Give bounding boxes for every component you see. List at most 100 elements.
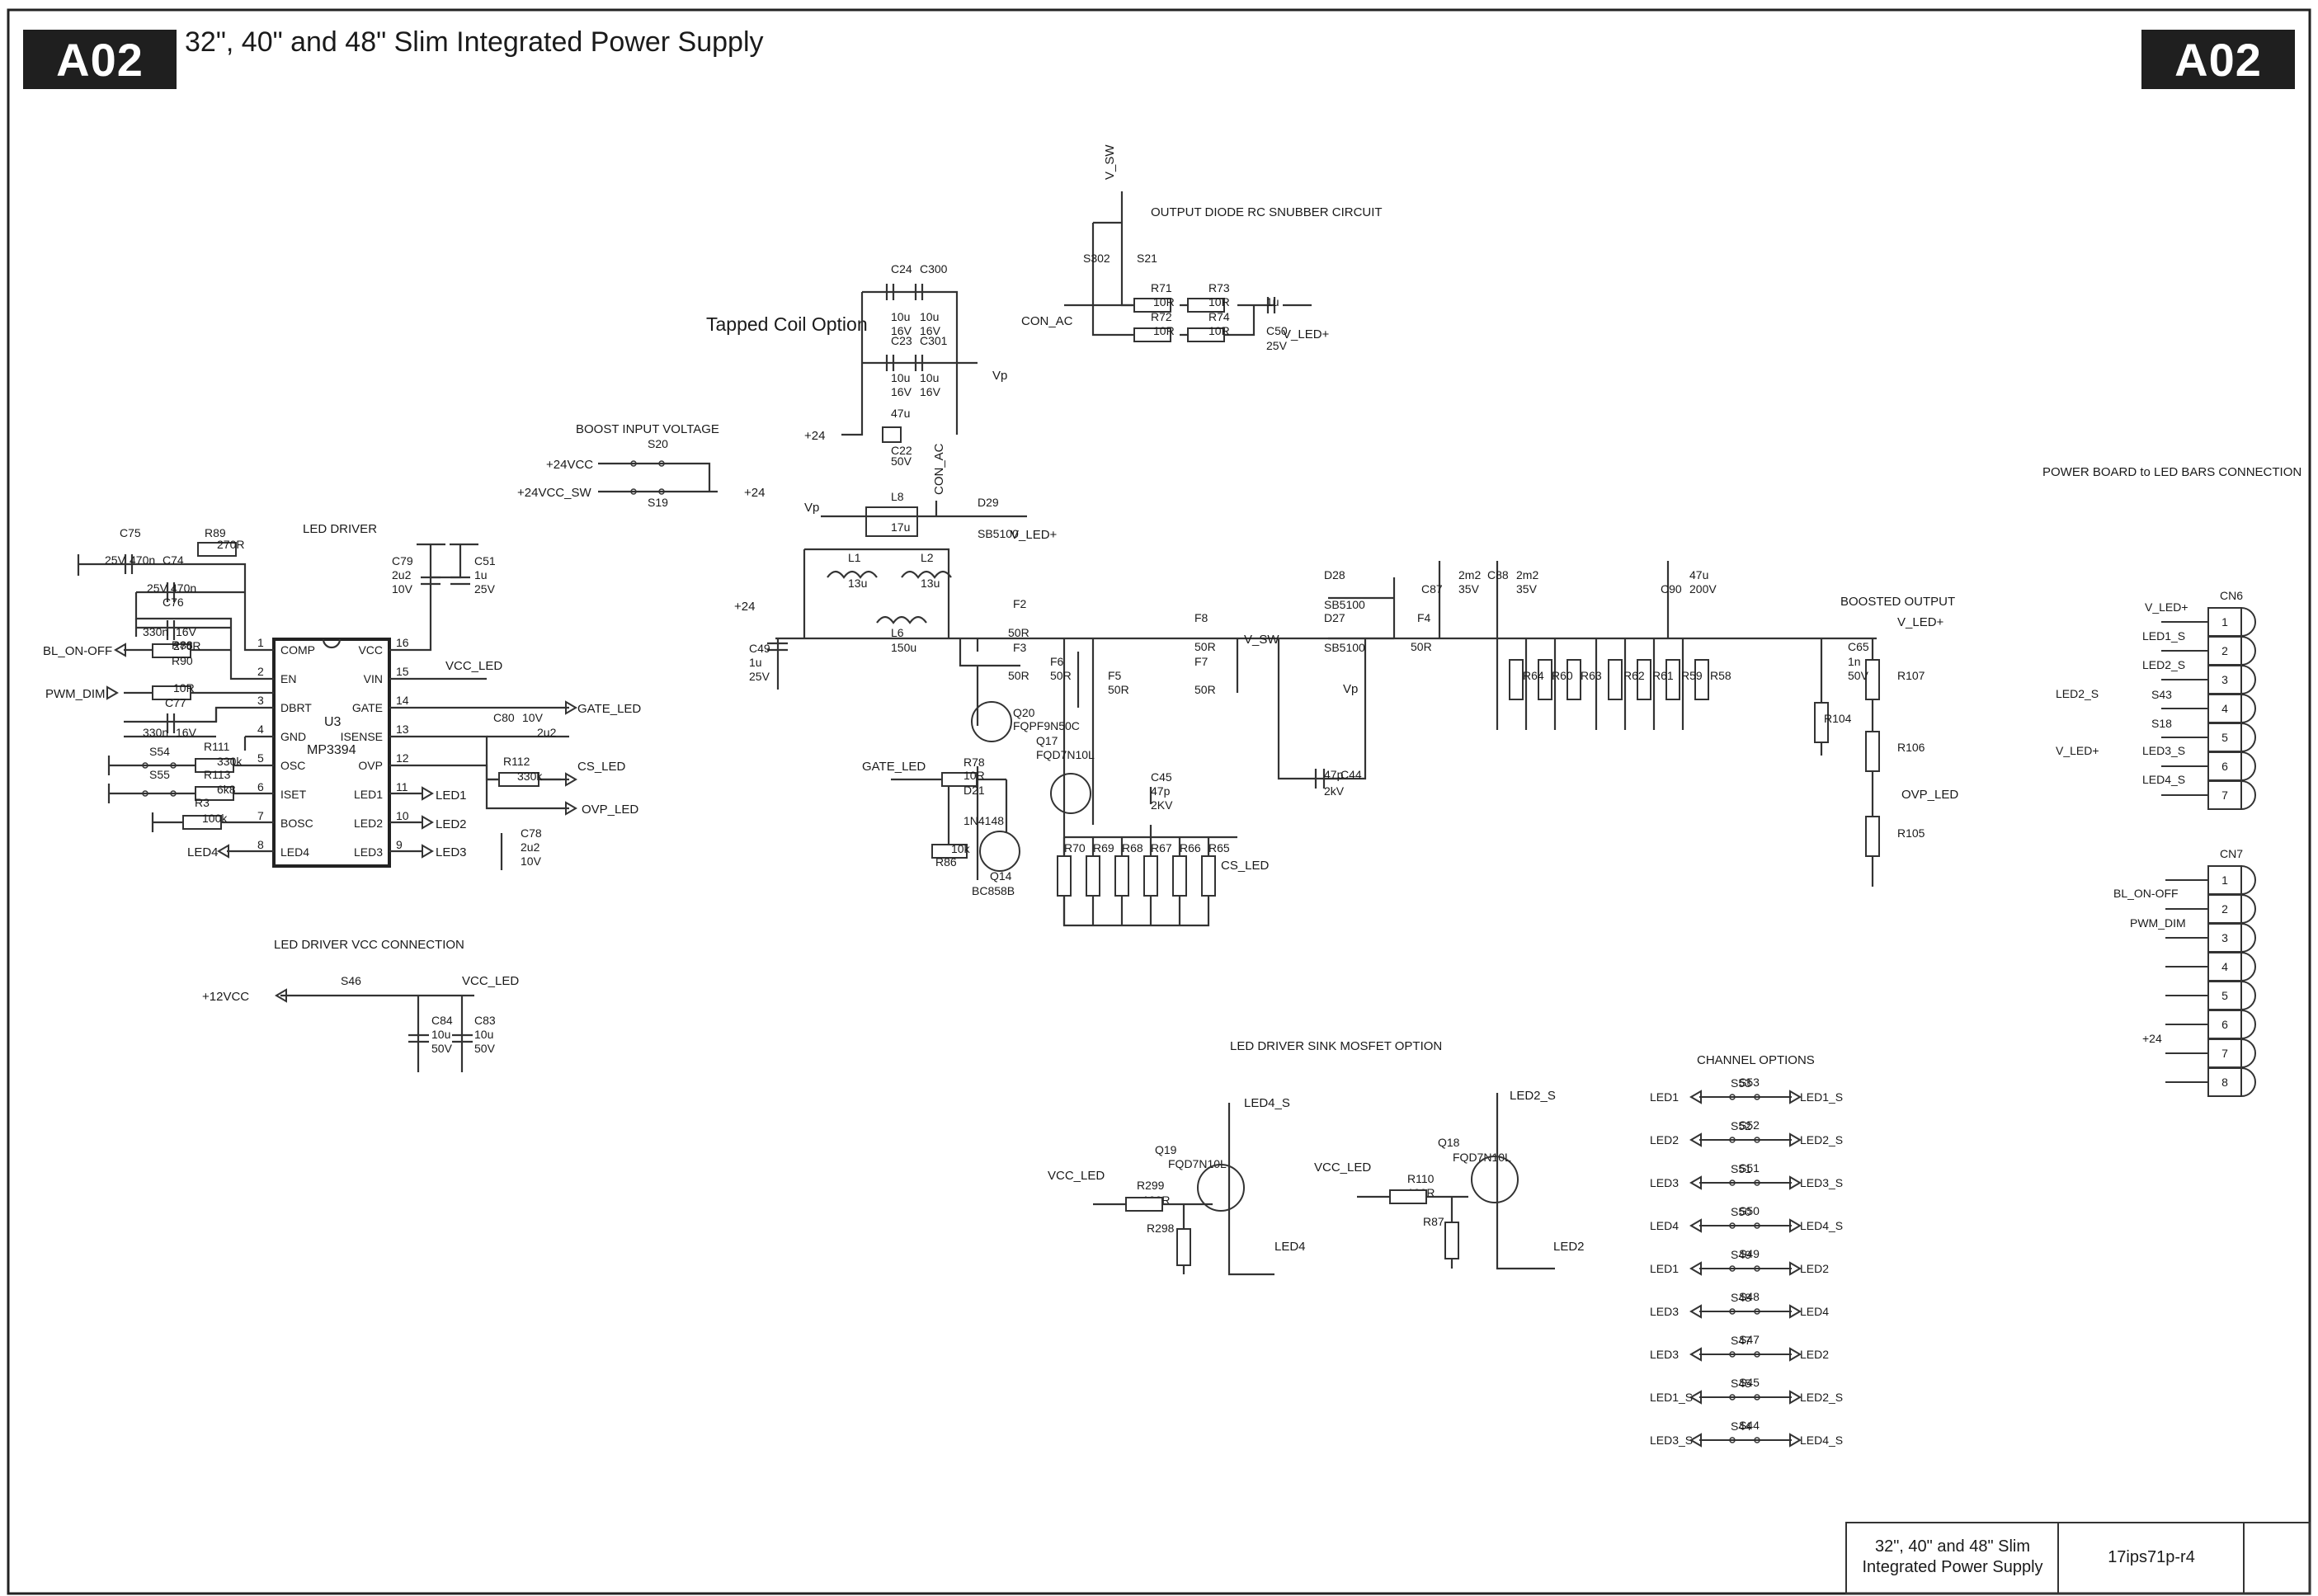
- boost-stage-section: Vp V_LED+ CON_AC +24 GATE_LED CS_LED V_S…: [734, 443, 1958, 927]
- component-label: 50V: [474, 1042, 496, 1055]
- ic-pin-number: 15: [396, 665, 409, 678]
- cn6-pin-arc: [2240, 694, 2256, 723]
- component-label: 10R: [1153, 324, 1175, 337]
- component-label: 16V: [920, 385, 941, 398]
- cn7-pin-number: 2: [2221, 902, 2228, 916]
- component-label: R72: [1151, 310, 1172, 323]
- cn7-net-label: PWM_DIM: [2130, 916, 2186, 930]
- vcc-connection-section: +12VCC VCC_LED: [202, 974, 519, 1072]
- ic-pin-number: 7: [257, 809, 264, 822]
- cn7-pin-box: [2207, 952, 2242, 982]
- channel-port: [1689, 1090, 1702, 1104]
- component-label: R298: [1147, 1222, 1175, 1235]
- component-label: 25V: [749, 670, 770, 683]
- component-label: 10V: [521, 854, 542, 868]
- component-label: R60: [1552, 669, 1573, 682]
- section-boost-input: BOOST INPUT VOLTAGE: [576, 422, 719, 436]
- ic-pin-number: 16: [396, 636, 409, 649]
- component-label: L1: [848, 551, 861, 564]
- tapped-coil-section: Vp +24: [804, 284, 1007, 443]
- net-led2-sink: LED2: [1553, 1240, 1585, 1254]
- component-label: 200V: [1689, 582, 1717, 596]
- component-label: 470n: [171, 581, 196, 595]
- component-label: C88: [1487, 568, 1509, 581]
- ic-u3-ref: U3: [324, 715, 342, 729]
- component-label: S21: [1137, 252, 1157, 265]
- component-label: R73: [1208, 281, 1230, 294]
- component-label: SB5100: [978, 527, 1019, 540]
- net-v-sw-snubber: V_SW: [1103, 144, 1117, 180]
- component-label: R70: [1064, 841, 1086, 854]
- component-label: 50R: [1050, 669, 1072, 682]
- boost-input-section: +24VCC +24VCC_SW +24: [517, 458, 765, 500]
- channel-left-net: LED4: [1650, 1219, 1679, 1232]
- component-label: C301: [920, 334, 948, 347]
- channel-switch-contact: [1729, 1351, 1736, 1358]
- net-plus24-coil: +24: [804, 429, 825, 443]
- ic-pin-number: 12: [396, 751, 409, 765]
- channel-switch-contact: [1729, 1265, 1736, 1272]
- channel-right-net: LED4: [1800, 1305, 1829, 1318]
- connector-cn6: 1234567V_LED+LED1_SLED2_SLED2_SV_LED+LED…: [2056, 600, 2256, 810]
- channel-switch-contact: [1754, 1437, 1760, 1443]
- component-label: S51: [1739, 1161, 1760, 1175]
- component-label: C78: [521, 826, 542, 840]
- component-label: 16V: [891, 385, 912, 398]
- cn6-pin-number: 3: [2221, 673, 2228, 686]
- component-label: R61: [1652, 669, 1674, 682]
- channel-switch-contact: [1754, 1094, 1760, 1100]
- ic-u3-part: MP3394: [307, 743, 356, 757]
- component-label: R107: [1897, 669, 1925, 682]
- channel-right-net: LED2_S: [1800, 1391, 1843, 1404]
- channel-port: [1789, 1218, 1802, 1233]
- component-label: F5: [1108, 669, 1122, 682]
- component-label: 47u: [1689, 568, 1708, 581]
- component-label: S47: [1739, 1333, 1760, 1346]
- channel-port: [1789, 1433, 1802, 1448]
- channel-switch-ref: S45: [1731, 1377, 1751, 1390]
- component-label: SB5100: [1324, 641, 1365, 654]
- component-label: R90: [172, 654, 193, 667]
- channel-right-net: LED2: [1800, 1348, 1829, 1361]
- component-label: 10u: [920, 371, 939, 384]
- ic-pin-name: VIN: [364, 672, 383, 685]
- component-label: F6: [1050, 655, 1064, 668]
- ic-pin-name: OVP: [358, 759, 383, 772]
- component-label: R3: [195, 796, 210, 809]
- ic-pin-name: LED3: [354, 845, 383, 859]
- cn7-pin-arc: [2240, 981, 2256, 1010]
- component-label: F7: [1194, 655, 1208, 668]
- component-label: S50: [1739, 1204, 1760, 1217]
- component-label: C79: [392, 554, 413, 567]
- component-label: R71: [1151, 281, 1172, 294]
- component-label: 1N4148: [963, 814, 1004, 827]
- component-label: L2: [921, 551, 934, 564]
- component-label: S54: [149, 745, 170, 758]
- ic-pin-name: COMP: [280, 643, 315, 657]
- cn6-pin-number: 4: [2221, 702, 2228, 715]
- component-label: Q19: [1155, 1143, 1177, 1156]
- component-label: 50R: [1108, 683, 1129, 696]
- component-label: FQD7N10L: [1036, 748, 1095, 761]
- channel-switch-ref: S44: [1731, 1419, 1751, 1433]
- ic-pin-name: LED1: [354, 788, 383, 801]
- channel-switch-contact: [1754, 1265, 1760, 1272]
- ic-right-pins: 16VCC15VIN14GATE13ISENSE12OVP11LED110LED…: [341, 636, 409, 859]
- net-ovp-led: OVP_LED: [582, 803, 638, 817]
- channel-switch-ref: S47: [1731, 1334, 1751, 1347]
- ic-u3-notch: [322, 638, 342, 649]
- component-label: 270R: [173, 639, 200, 652]
- component-label: C45: [1151, 770, 1172, 784]
- component-label: 16V: [176, 625, 197, 638]
- component-label: R111: [204, 740, 230, 753]
- section-vcc-connection: LED DRIVER VCC CONNECTION: [274, 938, 464, 952]
- ic-pin-name: LED2: [354, 817, 383, 830]
- cn6-pin-arc: [2240, 780, 2256, 810]
- ic-pin-name: GATE: [352, 701, 383, 714]
- component-label: 1u: [474, 568, 488, 581]
- component-label: C44: [1340, 768, 1362, 781]
- ic-pin-name: OSC: [280, 759, 305, 772]
- component-label: 25V: [105, 553, 126, 567]
- component-label: D27: [1324, 611, 1345, 624]
- channel-left-net: LED1: [1650, 1090, 1679, 1104]
